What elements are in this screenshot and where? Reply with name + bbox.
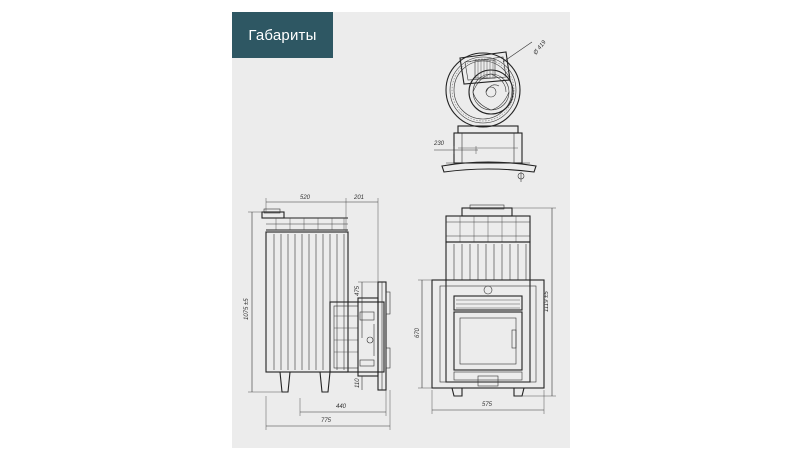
dim-side-height: 1075 ±5 [244, 298, 250, 320]
dim-side-total: 775 [321, 418, 332, 424]
side-view [248, 198, 391, 430]
page-title: Габариты [232, 12, 333, 58]
dim-side-depth: 440 [336, 404, 347, 410]
top-view [434, 41, 537, 182]
dim-side-width-main: 520 [300, 195, 311, 201]
front-view [418, 204, 556, 414]
dim-diameter: Ø 419 [532, 39, 548, 57]
dim-side-width-extra: 201 [353, 195, 364, 201]
dim-side-base: 110 [355, 378, 361, 388]
dim-front-tunnel: 670 [415, 327, 421, 338]
dim-top-offset: 230 [433, 141, 445, 147]
dim-front-width: 575 [482, 402, 493, 408]
dim-side-tunnel: 475 [355, 285, 361, 296]
dim-front-height: 1119 ±5 [544, 291, 550, 312]
